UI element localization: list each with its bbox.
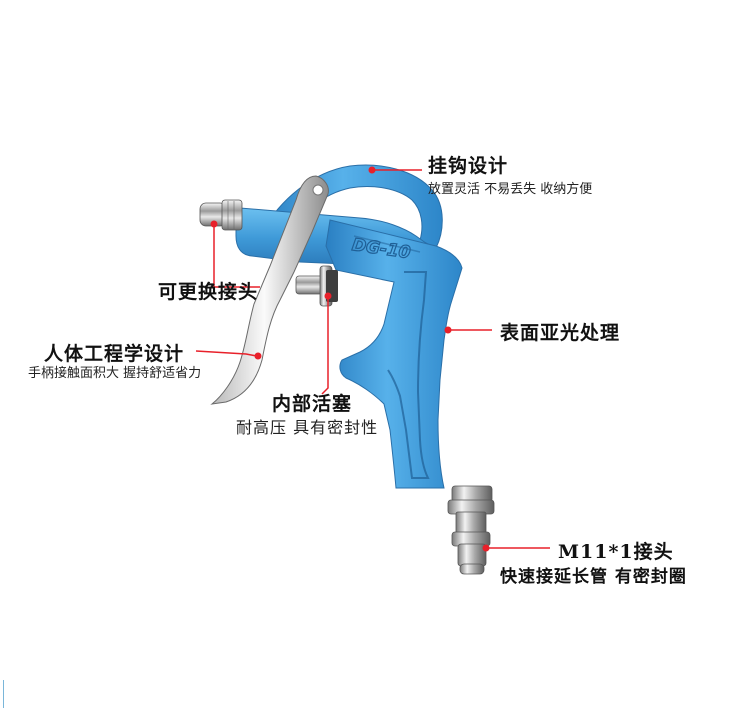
callout-piston-title: 内部活塞 [272, 393, 353, 415]
callout-hook-title: 挂钩设计 [428, 155, 509, 177]
callout-leaders [195, 169, 550, 549]
callout-dots [210, 166, 490, 552]
callout-ergonomic-subtitle: 手柄接触面积大 握持舒适省力 [28, 366, 202, 381]
callout-ergonomic-title: 人体工程学设计 [44, 343, 185, 365]
leader-piston [321, 296, 329, 395]
trigger-lever [210, 175, 329, 405]
leader-nozzle [213, 224, 260, 288]
gun-body: DG-10 [235, 164, 463, 489]
callout-connector-subtitle: 快速接延长管 有密封圈 [500, 567, 687, 587]
callout-hook-subtitle: 放置灵活 不易丢失 收纳方便 [428, 182, 593, 197]
callout-finish-title: 表面亚光处理 [500, 322, 621, 344]
nozzle [199, 199, 243, 231]
edge-divider [3, 680, 4, 708]
callout-connector-title: M11*1接头 [558, 541, 674, 563]
piston-stem [295, 265, 338, 307]
callout-nozzle-title: 可更换接头 [158, 281, 259, 303]
bottom-connector [447, 485, 495, 575]
callout-piston-subtitle: 耐高压 具有密封性 [236, 418, 379, 437]
